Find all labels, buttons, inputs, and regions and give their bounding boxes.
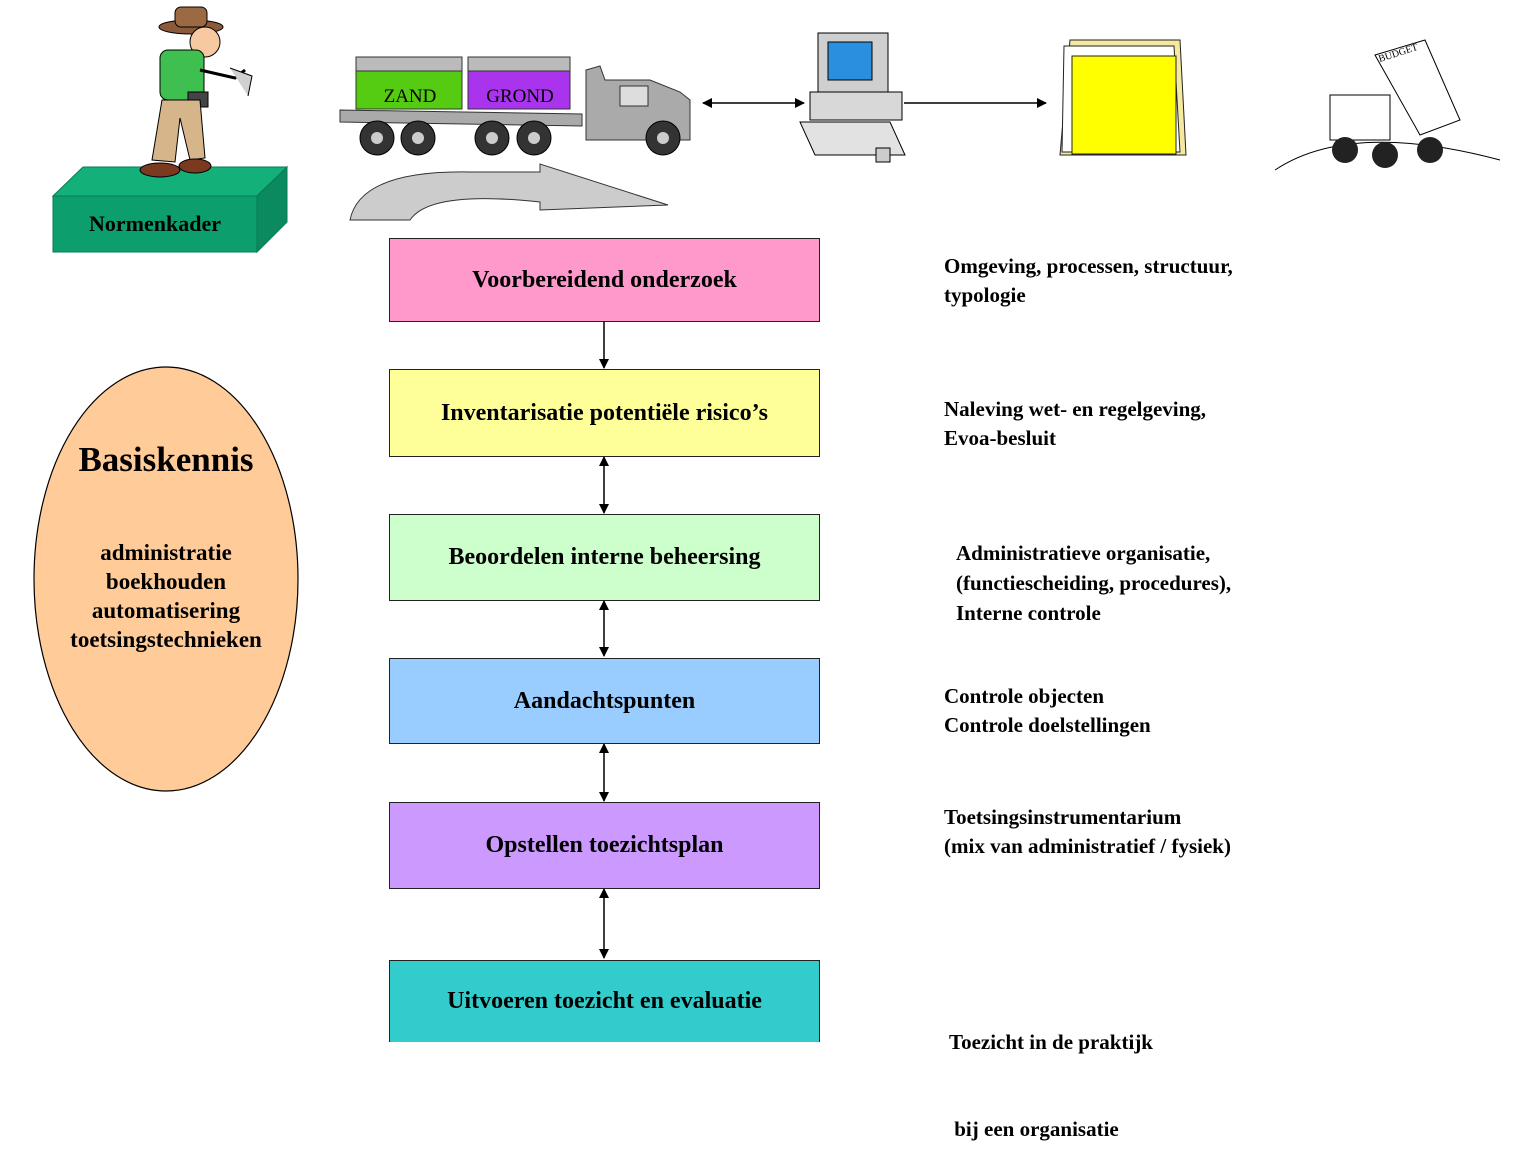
step-label: Aandachtspunten: [513, 687, 696, 714]
curved-grey-arrow: [349, 163, 669, 221]
note-step-1: Omgeving, processen, structuur, typologi…: [944, 252, 1233, 310]
step-beoordelen-interne-beheersing: Beoordelen interne beheersing: [389, 514, 820, 601]
note-line: bij een organisatie: [949, 1117, 1119, 1141]
note-step-3: Administratieve organisatie, (functiesch…: [956, 538, 1231, 628]
note-line: Toezicht in de praktijk: [949, 1030, 1153, 1054]
step-voorbereidend-onderzoek: Voorbereidend onderzoek: [389, 238, 820, 322]
note-step-2: Naleving wet- en regelgeving, Evoa-beslu…: [944, 395, 1206, 453]
basiskennis-item: automatisering: [91, 598, 241, 623]
note-step-4: Controle objecten Controle doelstellinge…: [944, 682, 1151, 740]
step-opstellen-toezichtsplan: Opstellen toezichtsplan: [389, 802, 820, 889]
truck-label-zand: ZAND: [383, 86, 437, 107]
documents-clipart: [1059, 39, 1187, 156]
computer-clipart: [799, 32, 906, 163]
step-label: Voorbereidend onderzoek: [472, 266, 737, 293]
inspector-clipart: [139, 6, 253, 178]
note-line: (mix van administratief / fysiek): [944, 834, 1231, 858]
basiskennis-items: administratie boekhouden automatisering …: [34, 538, 298, 654]
note-line: Omgeving, processen, structuur,: [944, 254, 1233, 278]
step-label: Uitvoeren toezicht en evaluatie: [447, 988, 762, 1014]
truck-clipart: [339, 56, 691, 156]
note-line: Controle doelstellingen: [944, 713, 1151, 737]
note-line: Controle objecten: [944, 684, 1104, 708]
note-line: Naleving wet- en regelgeving,: [944, 397, 1207, 421]
budget-truck-clipart: [1274, 39, 1501, 171]
note-step-6: Toezicht in de praktijk bij een organisa…: [949, 970, 1153, 1173]
step-uitvoeren-toezicht: Uitvoeren toezicht en evaluatie: [389, 960, 820, 1042]
step-aandachtspunten: Aandachtspunten: [389, 658, 820, 744]
truck-label-grond: GROND: [486, 86, 554, 107]
step-label: Beoordelen interne beheersing: [448, 544, 761, 570]
note-line: Interne controle: [956, 601, 1101, 625]
basiskennis-item: administratie: [100, 540, 232, 565]
note-line: typologie: [944, 283, 1026, 307]
note-line: Evoa-besluit: [944, 426, 1057, 450]
step-label: Opstellen toezichtsplan: [485, 832, 724, 858]
basiskennis-item: toetsingstechnieken: [70, 627, 262, 652]
normenkader-label: Normenkader: [89, 211, 221, 236]
diagram-graphics: [33, 6, 1501, 959]
step-label: Inventarisatie potentiële risico’s: [440, 399, 769, 426]
basiskennis-ellipse: [33, 366, 299, 792]
basiskennis-item: boekhouden: [105, 569, 227, 594]
note-line: Toetsingsinstrumentarium: [944, 805, 1182, 829]
basiskennis-title: Basiskennis: [78, 440, 254, 479]
note-line: Administratieve organisatie,: [956, 541, 1211, 565]
note-step-5: Toetsingsinstrumentarium (mix van admini…: [944, 803, 1231, 861]
normenkader-box: [51, 165, 289, 254]
note-line: (functiescheiding, procedures),: [956, 571, 1232, 595]
step-inventarisatie-risicos: Inventarisatie potentiële risico’s: [389, 369, 820, 457]
